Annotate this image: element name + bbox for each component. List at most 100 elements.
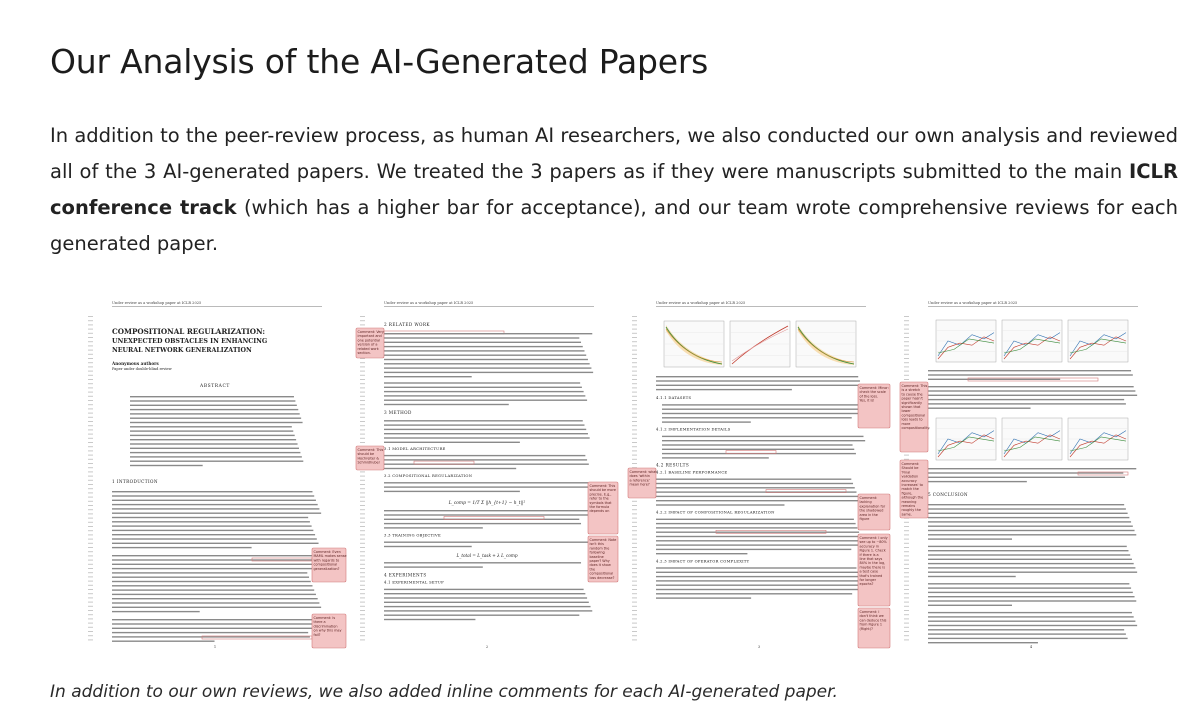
line-number <box>88 353 93 355</box>
comment-text: figure <box>860 517 870 521</box>
line-number <box>632 463 637 464</box>
comment-text: baseline <box>590 555 604 559</box>
line-number <box>632 517 637 519</box>
text-line <box>130 456 302 458</box>
comment-text: of the loss. <box>860 394 879 398</box>
paper-page-4[interactable]: Under review as a workshop paper at ICLR… <box>898 296 1164 654</box>
text-line <box>130 460 304 462</box>
line-number <box>632 320 637 322</box>
line-number <box>632 425 637 427</box>
text-line <box>656 380 860 382</box>
line-number <box>88 328 93 330</box>
line-number <box>632 597 637 599</box>
paper-pages-gallery: Under review as a workshop paper at ICLR… <box>82 296 1164 654</box>
comment-text: Comment: Even <box>314 550 341 554</box>
line-number <box>904 320 909 322</box>
text-line <box>656 548 852 551</box>
line-number <box>88 589 93 590</box>
line-number <box>904 337 909 338</box>
text-line <box>928 538 1012 540</box>
line-number <box>88 500 93 502</box>
line-number <box>88 362 93 364</box>
text-line <box>928 370 1132 372</box>
text-line <box>384 403 509 406</box>
comment-box-bg <box>355 327 385 359</box>
text-line <box>928 633 1126 635</box>
comment-text: compositional <box>590 572 614 576</box>
authors: Anonymous authors <box>111 361 159 366</box>
subsection-heading: 4.2.1 BASELINE PERFORMANCE <box>656 471 727 475</box>
line-number <box>904 316 909 317</box>
text-line <box>112 503 318 506</box>
text-line <box>928 554 1131 556</box>
text-line <box>384 618 476 621</box>
comment-text: accuracy in <box>860 544 879 548</box>
line-number <box>904 538 909 540</box>
text-line <box>656 540 863 542</box>
text-line <box>112 516 309 519</box>
line-number <box>360 563 365 565</box>
text-line <box>928 571 1138 573</box>
paper-page-3[interactable]: Under review as a workshop paper at ICLR… <box>626 296 892 654</box>
line-number <box>88 605 93 607</box>
text-line <box>130 447 299 449</box>
text-line <box>130 404 297 406</box>
comment-text: Comment: This <box>358 448 384 452</box>
comment-anchor <box>413 460 475 465</box>
line-number <box>904 555 909 557</box>
comment-text: is a stretch <box>902 388 921 392</box>
text-line <box>384 463 589 465</box>
comment-anchor <box>715 530 827 534</box>
text-line <box>662 412 865 415</box>
page-header: Under review as a workshop paper at ICLR… <box>928 301 1018 305</box>
line-number <box>88 416 93 418</box>
line-number <box>632 622 637 624</box>
text-line <box>928 642 1038 644</box>
line-number <box>360 601 365 603</box>
line-number <box>360 639 365 641</box>
line-number <box>88 610 93 611</box>
line-number <box>632 572 637 574</box>
paper-page-1[interactable]: Under review as a workshop paper at ICLR… <box>82 296 348 654</box>
comment-text: MAML makes sense <box>314 554 347 558</box>
plot-series-line <box>937 430 995 455</box>
line-number <box>88 412 93 414</box>
plot-series-line <box>1069 436 1127 452</box>
line-number <box>632 601 637 603</box>
line-number <box>360 534 365 536</box>
line-number <box>88 521 93 523</box>
line-number <box>632 408 637 410</box>
text-line <box>384 382 581 384</box>
comment-text: compositionality. <box>902 426 931 430</box>
line-number <box>904 530 909 532</box>
paper-page-2[interactable]: Under review as a workshop paper at ICLR… <box>354 296 620 654</box>
text-line <box>928 394 1138 396</box>
line-number <box>632 437 637 439</box>
comment-box-bg <box>857 493 891 531</box>
line-number <box>360 425 365 427</box>
line-number <box>632 391 637 393</box>
line-number <box>632 614 637 616</box>
text-line <box>928 472 1124 474</box>
line-number <box>88 437 93 439</box>
text-line <box>662 444 853 446</box>
equation: L_total = L_task + λ L_comp <box>455 553 517 558</box>
line-number <box>360 626 365 628</box>
comment-text: random the <box>590 546 610 550</box>
accuracy-plot <box>729 320 791 368</box>
text-line <box>384 610 593 612</box>
line-number <box>632 316 637 317</box>
text-line <box>112 563 319 565</box>
text-line <box>112 598 318 600</box>
text-line <box>384 363 590 365</box>
section-heading: 5 CONCLUSION <box>928 492 968 497</box>
intro-paragraph: In addition to the peer-review process, … <box>50 118 1178 262</box>
line-number <box>88 345 93 347</box>
text-line <box>928 378 1061 380</box>
text-line <box>662 448 855 450</box>
text-line <box>384 333 593 335</box>
line-number <box>88 446 93 448</box>
text-line <box>130 426 292 428</box>
